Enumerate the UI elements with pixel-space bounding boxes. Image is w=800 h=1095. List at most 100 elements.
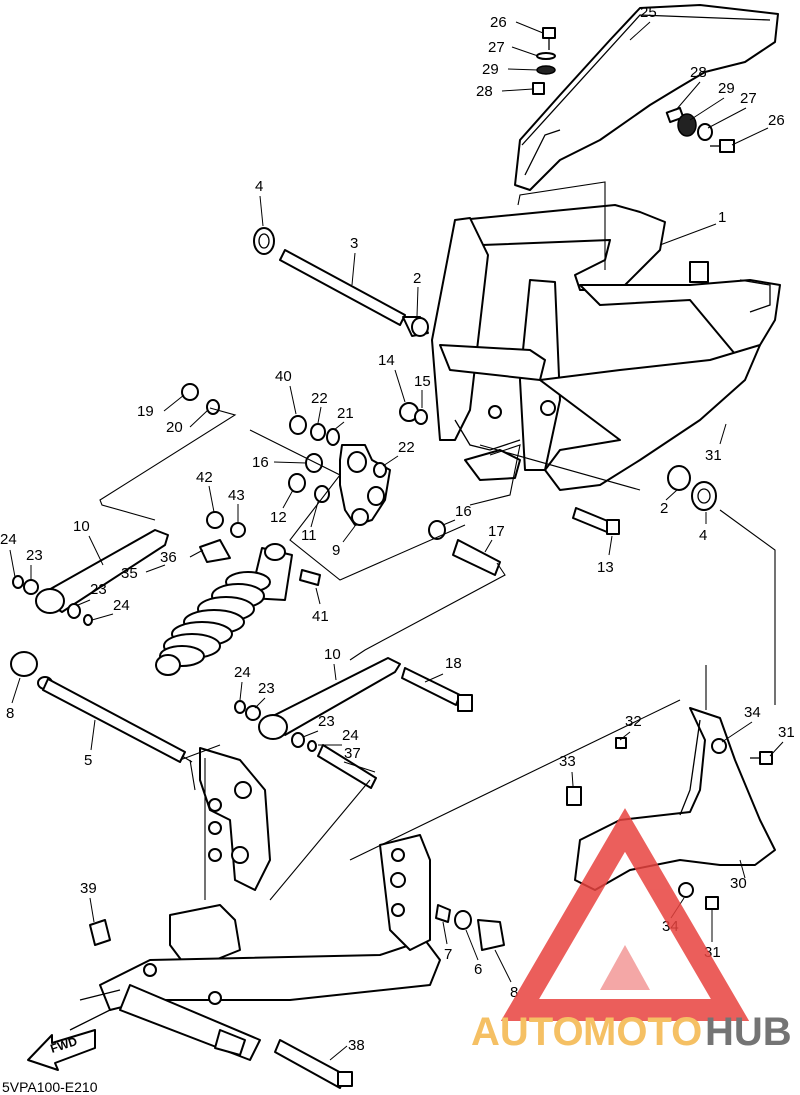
callout-leader-c29a	[507, 68, 539, 71]
callout-leader-c14	[394, 369, 406, 403]
callout-leader-c26b	[731, 127, 769, 146]
callout-c29b: 29	[718, 80, 735, 97]
rear-frame	[431, 204, 781, 491]
callout-c3: 3	[350, 235, 358, 252]
callout-c35: 35	[121, 565, 138, 582]
callout-leader-c19	[163, 394, 185, 412]
callout-leader-c16b	[442, 519, 456, 526]
callout-c7: 7	[444, 946, 452, 963]
callout-c33: 33	[559, 753, 576, 770]
callout-leader-c33	[571, 771, 574, 787]
callout-c10a: 10	[73, 518, 90, 535]
callout-c24d: 24	[342, 727, 359, 744]
callout-leader-c8b	[494, 949, 512, 983]
callout-leader-c38	[329, 1045, 348, 1061]
callout-leader-c24a	[9, 549, 16, 578]
callout-leader-c17	[484, 539, 493, 553]
callout-leader-c2b	[665, 489, 678, 501]
chain-guard-bolts-upper	[532, 27, 556, 95]
callout-leader-c35	[145, 564, 166, 573]
callout-c9: 9	[332, 542, 340, 559]
callout-c17: 17	[488, 523, 505, 540]
callout-leader-c39	[89, 897, 95, 923]
callout-c24c: 24	[234, 664, 251, 681]
callout-c19: 19	[137, 403, 154, 420]
callout-c13: 13	[597, 559, 614, 576]
callout-c31b: 31	[778, 724, 795, 741]
relay-arm-assembly	[181, 383, 501, 586]
swingarm	[69, 747, 505, 1089]
callout-leader-c16a	[273, 461, 307, 464]
callout-c16a: 16	[252, 454, 269, 471]
callout-c27b: 27	[740, 90, 757, 107]
watermark-hub: HUB	[705, 1010, 792, 1054]
callout-leader-c31b	[769, 741, 784, 757]
assembly-guide-lines	[99, 181, 776, 901]
callout-c36: 36	[160, 549, 177, 566]
callout-leader-c32	[619, 731, 631, 741]
callout-c16b: 16	[455, 503, 472, 520]
callout-leader-c23c	[254, 697, 266, 709]
callout-c29a: 29	[482, 61, 499, 78]
callout-c20: 20	[166, 419, 183, 436]
callout-c25: 25	[640, 4, 657, 21]
callout-c28a: 28	[476, 83, 493, 100]
callout-c10b: 10	[324, 646, 341, 663]
callout-leader-c27a	[511, 46, 539, 57]
callout-c22a: 22	[311, 390, 328, 407]
watermark-auto: AUTO	[471, 1010, 584, 1054]
callout-leader-c26a	[515, 21, 544, 34]
callout-c4a: 4	[255, 178, 263, 195]
callout-c2b: 2	[660, 500, 668, 517]
callout-leader-c36	[189, 549, 204, 558]
callout-c23c: 23	[258, 680, 275, 697]
connecting-rods	[12, 529, 473, 789]
callout-c39: 39	[80, 880, 97, 897]
callout-c40: 40	[275, 368, 292, 385]
chain-guard-bolts-side	[665, 106, 735, 153]
callout-c42: 42	[196, 469, 213, 486]
pivot-shaft-upper	[253, 227, 717, 535]
callout-c18: 18	[445, 655, 462, 672]
callout-c11: 11	[301, 527, 317, 544]
callout-leader-c4a	[259, 195, 264, 227]
callout-leader-c1	[659, 223, 717, 246]
callout-c27a: 27	[488, 39, 505, 56]
callout-c31a: 31	[705, 447, 722, 464]
callout-leader-c10a	[88, 535, 104, 566]
callout-leader-c30	[739, 859, 746, 879]
callout-c24b: 24	[113, 597, 130, 614]
callout-leader-c9	[342, 525, 356, 543]
callout-c6: 6	[474, 961, 482, 978]
callout-c38: 38	[348, 1037, 365, 1054]
callout-c24a: 24	[0, 531, 17, 548]
callout-leader-c18	[424, 673, 444, 683]
callout-leader-c24b	[91, 613, 114, 621]
callout-c1: 1	[718, 209, 726, 226]
callout-c34a: 34	[744, 704, 761, 721]
callout-leader-c28b	[675, 81, 701, 111]
callout-c23b: 23	[90, 581, 107, 598]
callout-leader-c22b	[382, 455, 399, 467]
callout-leader-c41	[315, 587, 321, 605]
callout-leader-c31a	[719, 423, 727, 445]
watermark-moto: MOTO	[583, 1010, 702, 1054]
callout-c26a: 26	[490, 14, 507, 31]
callout-c41: 41	[312, 608, 329, 625]
callout-leader-c40	[289, 385, 297, 415]
callout-c30: 30	[730, 875, 747, 892]
callout-c37: 37	[344, 745, 361, 762]
callout-leader-c22a	[317, 406, 322, 424]
callout-leader-c24c	[239, 681, 243, 701]
callout-leader-c6	[465, 929, 479, 961]
callout-leader-c21	[333, 421, 345, 431]
callout-leader-c25	[629, 21, 651, 41]
callout-leader-c42	[208, 485, 215, 513]
callout-c4b: 4	[699, 527, 707, 544]
callout-c8a: 8	[6, 705, 14, 722]
callout-c23a: 23	[26, 547, 43, 564]
callout-leader-c7	[442, 921, 448, 945]
callout-c26b: 26	[768, 112, 785, 129]
callout-c12: 12	[270, 509, 287, 526]
